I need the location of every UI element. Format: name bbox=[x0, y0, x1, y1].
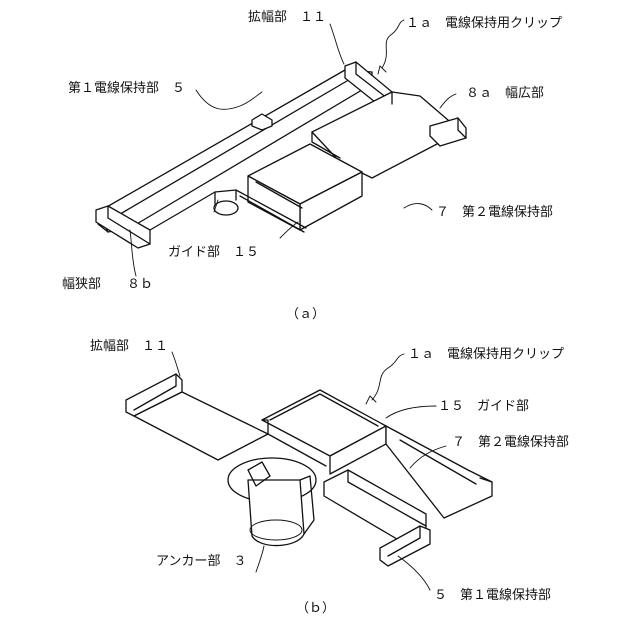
label-b-guide: １５ ガイド部 bbox=[438, 399, 529, 414]
label-b-clip: １ａ 電線保持用クリップ bbox=[408, 346, 564, 362]
label-b-widened: 拡幅部 １１ bbox=[90, 339, 168, 354]
label-a-second-holder: ７ 第２電線保持部 bbox=[436, 204, 553, 220]
caption-a: （ａ） bbox=[286, 307, 325, 322]
label-b-second-holder: ７ 第２電線保持部 bbox=[452, 434, 569, 450]
label-a-first-holder: 第１電線保持部 ５ bbox=[68, 80, 185, 96]
label-a-widened: 拡幅部 １１ bbox=[248, 10, 326, 25]
label-a-wide: ８ａ 幅広部 bbox=[466, 86, 544, 101]
label-b-first-holder: ５ 第１電線保持部 bbox=[434, 587, 551, 603]
label-a-narrow: 幅狭部 ８ｂ bbox=[62, 277, 153, 292]
label-a-clip: １ａ 電線保持用クリップ bbox=[406, 15, 562, 31]
label-b-anchor: アンカー部 ３ bbox=[156, 554, 246, 569]
label-a-guide: ガイド部 １５ bbox=[168, 245, 259, 260]
caption-b: （ｂ） bbox=[296, 601, 335, 616]
